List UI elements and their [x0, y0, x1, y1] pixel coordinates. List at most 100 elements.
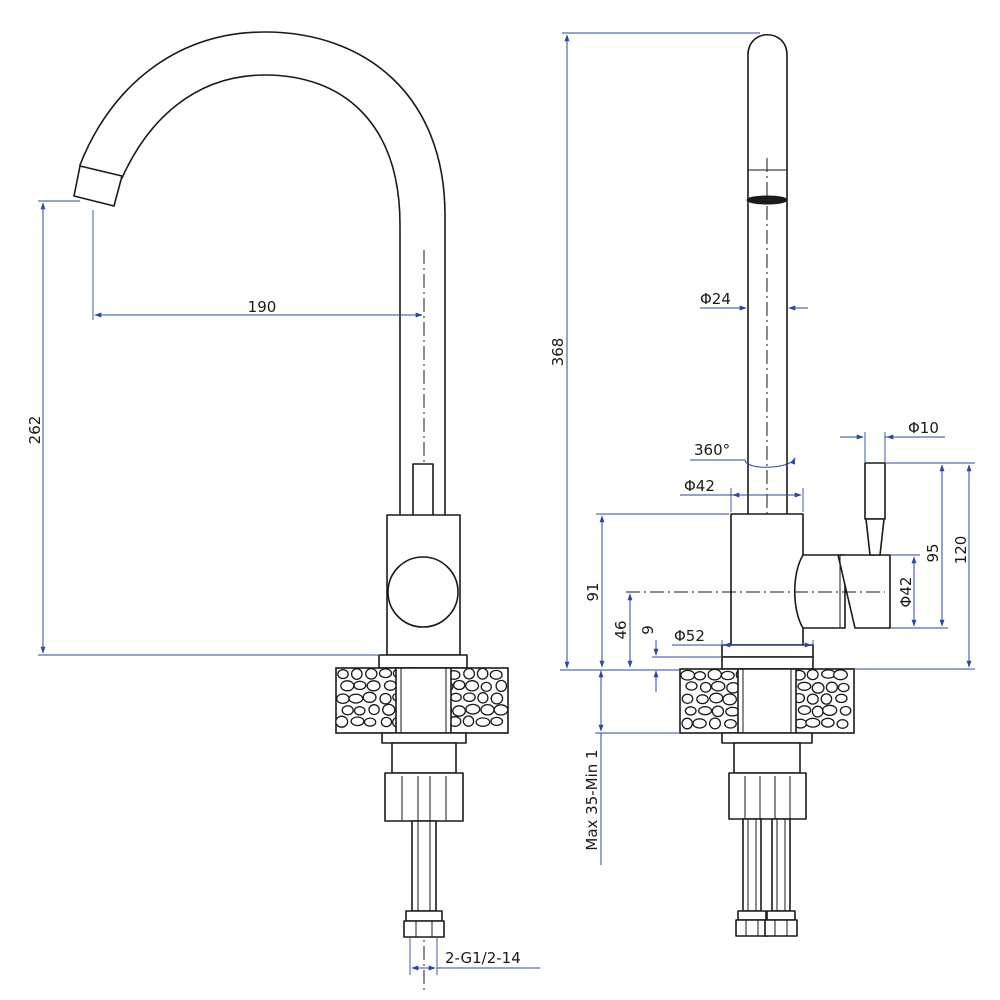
- dim-body-diameter: Φ42: [684, 477, 715, 495]
- stone-texture: [366, 680, 381, 692]
- stone-texture: [707, 668, 722, 681]
- stone-texture: [693, 671, 707, 681]
- stone-texture: [353, 680, 367, 691]
- stone-texture: [708, 717, 722, 730]
- stone-texture: [681, 717, 693, 730]
- front-dimensions: 190 262 2-G1/2-14: [26, 200, 540, 975]
- stone-texture: [382, 703, 396, 716]
- dim-handle-diameter: Φ10: [908, 419, 939, 437]
- stone-texture: [711, 705, 725, 718]
- dim-handle-top-height: 120: [952, 536, 970, 565]
- stone-texture: [463, 667, 476, 680]
- stone-texture: [379, 692, 392, 705]
- side-fixing-nut: [733, 742, 801, 774]
- front-hose: [411, 820, 437, 912]
- stone-texture: [806, 693, 819, 705]
- stone-texture: [696, 694, 709, 705]
- front-spout: [121, 74, 401, 516]
- stone-texture: [836, 719, 849, 729]
- stone-texture: [811, 705, 824, 718]
- side-handle: [864, 462, 886, 520]
- stone-texture: [452, 679, 466, 691]
- side-fixing-washer: [721, 732, 813, 744]
- front-handle-stem: [412, 463, 434, 523]
- stone-texture: [490, 692, 504, 705]
- stone-texture: [680, 669, 696, 681]
- stone-texture: [477, 692, 489, 704]
- stone-texture: [465, 703, 481, 715]
- side-hose-nut-right: [764, 919, 798, 937]
- stone-texture: [365, 667, 378, 680]
- dim-total-height: 368: [549, 338, 567, 367]
- stone-texture: [720, 670, 735, 681]
- stone-texture: [820, 693, 833, 705]
- stone-texture: [797, 681, 812, 691]
- stone-texture: [363, 717, 377, 727]
- stone-texture: [336, 693, 350, 705]
- dim-lever-height: 95: [924, 543, 942, 562]
- side-view: [679, 33, 891, 937]
- stone-texture: [681, 693, 694, 705]
- front-aerator: [73, 165, 123, 207]
- side-body: [730, 513, 804, 646]
- stone-texture: [833, 669, 848, 681]
- front-countertop: [335, 666, 509, 734]
- stone-texture: [383, 680, 397, 691]
- stone-texture: [710, 680, 726, 692]
- front-lever-disc: [387, 556, 459, 628]
- stone-texture: [699, 681, 712, 693]
- front-fixing-nut: [391, 742, 457, 774]
- stone-texture: [350, 668, 363, 680]
- front-hose-nut: [403, 920, 445, 938]
- stone-texture: [348, 693, 364, 704]
- stone-texture: [452, 705, 467, 717]
- dim-lever-axis-height: 46: [612, 620, 630, 639]
- dim-connection: 2-G1/2-14: [445, 949, 521, 967]
- stone-texture: [797, 705, 812, 716]
- side-fixing-bolt: [728, 772, 807, 820]
- stone-texture: [353, 706, 366, 716]
- stone-texture: [449, 692, 462, 702]
- stone-texture: [475, 717, 491, 727]
- stone-texture: [805, 717, 821, 728]
- stone-texture: [825, 681, 839, 694]
- stone-texture: [837, 682, 850, 693]
- dim-flange-height: 9: [639, 625, 657, 635]
- stone-texture: [698, 706, 713, 716]
- front-base-flange: [378, 654, 468, 669]
- stone-texture: [489, 669, 503, 680]
- stone-texture: [337, 669, 349, 680]
- stone-texture: [685, 681, 698, 691]
- stone-texture: [725, 706, 740, 717]
- stone-texture: [335, 715, 349, 728]
- stone-texture: [822, 704, 838, 716]
- side-countertop: [679, 668, 855, 734]
- stone-texture: [465, 680, 480, 692]
- stone-texture: [820, 717, 835, 728]
- stone-texture: [839, 705, 852, 716]
- stone-texture: [380, 716, 393, 728]
- stone-texture: [821, 669, 836, 679]
- stone-texture: [340, 680, 355, 692]
- stone-texture: [811, 682, 825, 694]
- side-dimensions: 368 Φ24 360° Φ10 Φ42 Φ42 95: [549, 32, 975, 865]
- stone-texture: [362, 691, 377, 703]
- side-hose-left: [742, 818, 762, 912]
- stone-texture: [722, 693, 738, 706]
- stone-texture: [378, 668, 393, 679]
- dim-spout-height: 262: [26, 416, 44, 445]
- front-fixing-washer: [381, 732, 467, 744]
- front-view: [73, 31, 509, 990]
- stone-texture: [806, 668, 819, 681]
- stone-texture: [480, 703, 495, 716]
- stone-texture: [495, 679, 508, 693]
- side-hose-nut-left: [735, 919, 769, 937]
- stone-texture: [692, 718, 707, 729]
- front-fixing-bolt: [384, 772, 464, 822]
- stone-texture: [709, 692, 724, 704]
- dim-rotation: 360°: [694, 441, 730, 459]
- stone-texture: [341, 705, 354, 716]
- stone-texture: [490, 716, 504, 727]
- stone-texture: [493, 704, 509, 716]
- stone-texture: [476, 667, 489, 680]
